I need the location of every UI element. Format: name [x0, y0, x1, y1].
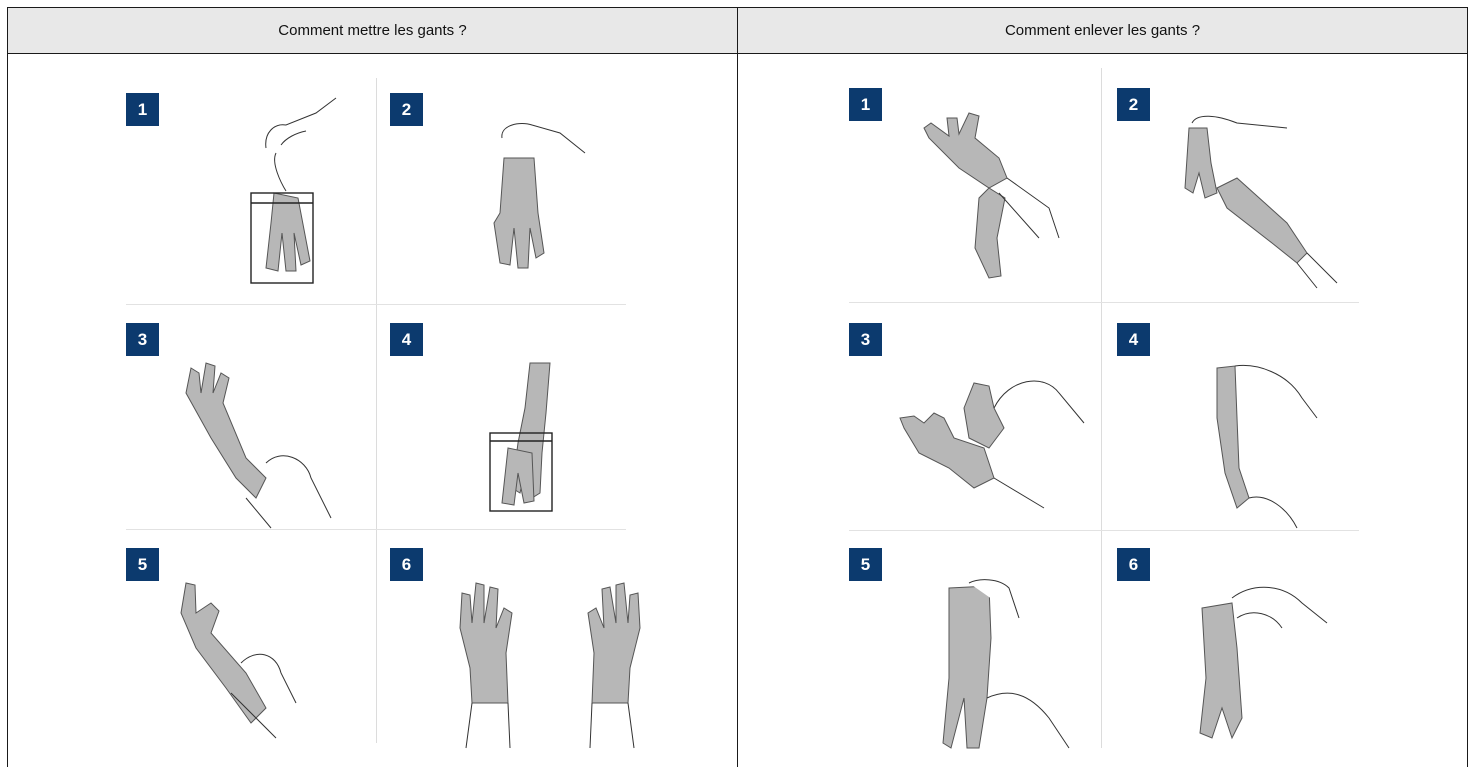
adjust-glove-cuff-illustration	[171, 573, 351, 743]
step-number-badge: 2	[1117, 88, 1150, 121]
step-number-badge: 2	[390, 93, 423, 126]
grid-divider-horizontal	[126, 304, 626, 305]
glove-bag-pull-illustration	[480, 353, 640, 553]
glove-hold-cuff-illustration	[470, 103, 630, 303]
step-number-badge: 4	[1117, 323, 1150, 356]
take-off-step-5: 5	[849, 548, 1094, 748]
header-put-on-gloves: Comment mettre les gants ?	[8, 8, 737, 53]
put-on-step-1: 1	[126, 93, 366, 298]
put-on-step-5: 5	[126, 548, 366, 743]
step-number-badge: 3	[849, 323, 882, 356]
header-take-off-gloves: Comment enlever les gants ?	[738, 8, 1467, 53]
take-off-step-6: 6	[1117, 548, 1359, 748]
step-number-badge: 6	[1117, 548, 1150, 581]
put-on-step-2: 2	[390, 93, 626, 298]
put-on-step-6: 6	[390, 548, 626, 743]
glove-bag-pick-illustration	[186, 93, 346, 293]
pinch-glove-wrist-illustration	[919, 98, 1099, 298]
column-divider	[737, 8, 738, 767]
grid-divider-horizontal	[849, 302, 1359, 303]
step-number-badge: 5	[849, 548, 882, 581]
take-off-step-1: 1	[849, 88, 1094, 298]
step-number-badge: 6	[390, 548, 423, 581]
take-off-step-2: 2	[1117, 88, 1359, 298]
glove-instructions-table: Comment mettre les gants ? Comment enlev…	[7, 7, 1468, 767]
take-off-step-3: 3	[849, 323, 1094, 523]
put-on-gloves-panel: 1 2 3	[126, 78, 626, 743]
take-off-step-4: 4	[1117, 323, 1359, 523]
take-off-gloves-panel: 1 2 3	[849, 68, 1359, 748]
put-on-step-3: 3	[126, 323, 366, 523]
both-hands-gloved-illustration	[450, 573, 650, 753]
peel-glove-illustration	[1177, 93, 1357, 293]
remove-second-glove-illustration	[939, 578, 1119, 778]
step-number-badge: 5	[126, 548, 159, 581]
put-on-step-4: 4	[390, 323, 626, 523]
step-number-badge: 1	[126, 93, 159, 126]
step-number-badge: 3	[126, 323, 159, 356]
step-number-badge: 1	[849, 88, 882, 121]
roll-glove-off-illustration	[894, 368, 1094, 548]
gloves-removed-illustration	[1192, 578, 1372, 778]
step-number-badge: 4	[390, 323, 423, 356]
insert-hand-glove-illustration	[171, 348, 351, 528]
grid-divider-vertical	[376, 78, 377, 743]
invert-glove-illustration	[1177, 358, 1357, 558]
